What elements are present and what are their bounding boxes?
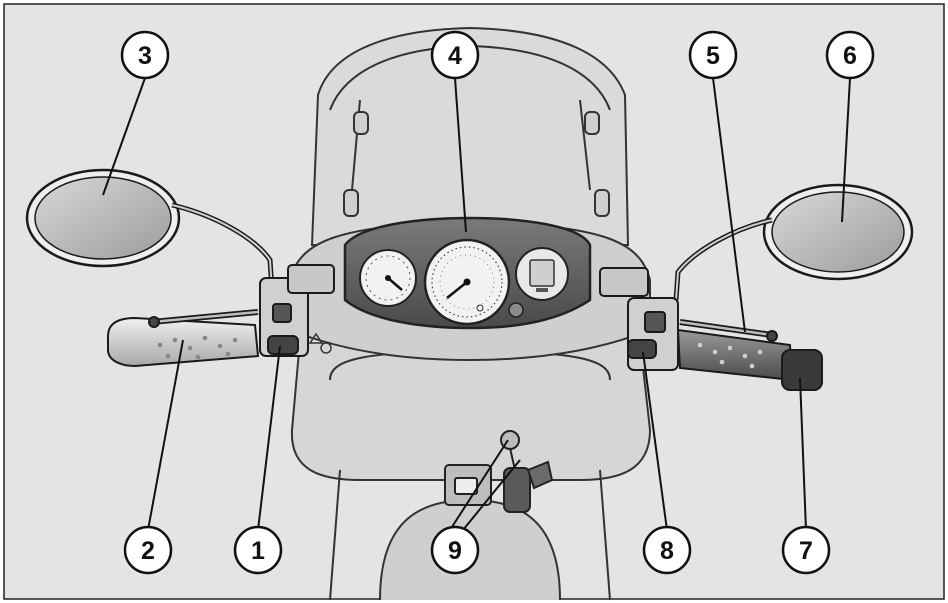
- leader-line-1: [257, 345, 281, 531]
- digital-display: [515, 247, 569, 301]
- leader-line-9b: [462, 459, 521, 531]
- callout-3: 3: [120, 30, 170, 80]
- callout-4: 4: [430, 30, 480, 80]
- ignition-key: [503, 467, 531, 513]
- callout-8: 8: [642, 525, 692, 575]
- callout-label: 5: [706, 42, 720, 70]
- leader-line-5: [712, 77, 746, 333]
- light-switch: [272, 303, 292, 323]
- callout-1: 1: [233, 525, 283, 575]
- callout-5: 5: [688, 30, 738, 80]
- left-rearview-mirror: [25, 168, 275, 291]
- callout-6: 6: [825, 30, 875, 80]
- leader-line-2: [147, 339, 184, 531]
- leader-line-7: [799, 377, 807, 531]
- engine-stop-switch: [644, 311, 666, 333]
- throttle-grip-end: [781, 349, 823, 391]
- leader-lines: [102, 77, 851, 531]
- callout-label: 4: [448, 42, 462, 70]
- speedometer: [423, 238, 511, 326]
- callout-7: 7: [781, 525, 831, 575]
- callout-label: 9: [448, 537, 462, 565]
- callout-label: 8: [660, 537, 674, 565]
- left-brake-reservoir: [287, 264, 335, 294]
- callout-label: 3: [138, 42, 152, 70]
- starter-button: [627, 339, 657, 359]
- callout-label: 7: [799, 537, 813, 565]
- callout-9: 9: [430, 525, 480, 575]
- leader-line-9a: [449, 439, 509, 531]
- right-rearview-mirror: [673, 183, 914, 301]
- ignition-area: [444, 430, 554, 513]
- right-brake-reservoir: [599, 267, 649, 297]
- leader-line-3: [102, 77, 146, 196]
- turn-signal-switch: [267, 335, 299, 355]
- leader-line-4: [454, 77, 467, 233]
- trip-reset-knob: [508, 302, 524, 318]
- right-switch-housing: [627, 297, 679, 371]
- callout-label: 1: [251, 537, 265, 565]
- temperature-gauge: [359, 249, 417, 307]
- leader-line-8: [642, 351, 668, 531]
- leader-line-6: [841, 77, 851, 223]
- callout-2: 2: [123, 525, 173, 575]
- right-handlebar: [599, 267, 823, 391]
- callout-label: 2: [141, 537, 155, 565]
- windscreen-brackets: [343, 111, 610, 217]
- callout-label: 6: [843, 42, 857, 70]
- instrument-dashboard: [343, 216, 592, 330]
